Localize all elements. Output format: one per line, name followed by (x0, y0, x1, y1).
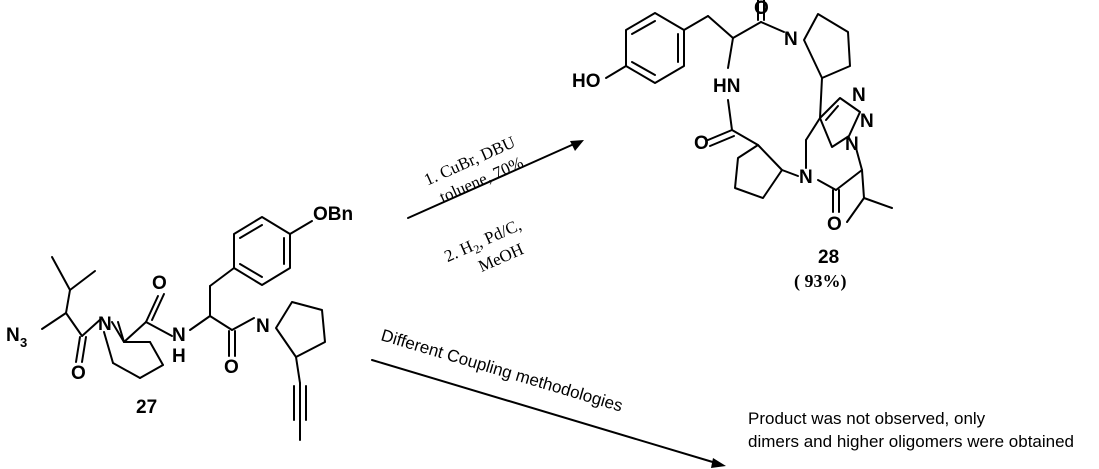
oxygen-label: O (152, 273, 167, 294)
bond (803, 13, 851, 79)
condition-step2-a: 2. H (441, 237, 475, 266)
ho-label: HO (572, 71, 601, 92)
arrowhead (570, 140, 584, 151)
triazole-n3-label: N (852, 85, 866, 106)
bond (233, 216, 291, 286)
bond (805, 117, 821, 141)
condition-step2-sub: 2 (471, 242, 482, 257)
coupling-methodologies-label: Different Coupling methodologies (379, 326, 625, 416)
bond (239, 224, 263, 239)
bond (727, 99, 733, 131)
bond (781, 169, 799, 177)
bond (707, 129, 733, 141)
bond (139, 364, 164, 379)
bond (825, 105, 839, 121)
bond (145, 321, 173, 337)
oxygen-label: O (224, 357, 239, 378)
bond (81, 317, 103, 337)
bond (817, 179, 837, 191)
amide-h-label: H (172, 346, 186, 367)
product-yield: ( 93%) (794, 271, 847, 292)
compound-28-structure: HO O N HN O N O N N N (572, 0, 893, 235)
top-conditions-below: 2. H2, Pd/C, MeOH (441, 215, 526, 276)
arrow-shaft (371, 359, 717, 464)
nitrogen-label: N (98, 314, 112, 335)
bond (683, 15, 709, 31)
compound-27-structure: N 3 O N O N H O N OBn (6, 204, 353, 441)
oxygen-label: O (754, 0, 769, 19)
bond (819, 77, 823, 119)
bottom-conditions: Different Coupling methodologies (379, 326, 625, 416)
bond (75, 336, 81, 363)
bond (239, 263, 263, 278)
bond (861, 169, 865, 199)
bond (855, 147, 863, 171)
reaction-arrow-bottom (371, 359, 726, 468)
compound-label-product: 28 (818, 247, 839, 268)
outcome-line-2: dimers and higher oligomers were obtaine… (748, 432, 1074, 451)
triazole-n1-label: N (845, 134, 859, 155)
oxygen-label: O (694, 133, 709, 154)
bond (145, 295, 159, 323)
bond (819, 97, 861, 148)
bond (605, 65, 627, 79)
nitrogen-label: N (256, 316, 270, 337)
bond (65, 289, 71, 314)
nitrogen-label: N (799, 167, 813, 188)
bond (731, 129, 759, 146)
bond (151, 293, 165, 321)
obn-label: OBn (313, 204, 353, 225)
bond (734, 144, 783, 199)
bond (189, 315, 211, 331)
arrowhead (711, 458, 726, 468)
bond (149, 341, 164, 366)
reaction-arrow-top (407, 140, 584, 219)
bond (69, 270, 96, 291)
bond (732, 21, 762, 39)
bond (631, 61, 656, 76)
azide-subscript: 3 (20, 335, 27, 350)
bond (112, 362, 141, 379)
bond (103, 331, 114, 364)
hn-label: HN (713, 76, 740, 97)
bond (727, 37, 734, 69)
bond (863, 197, 893, 209)
bond (631, 20, 656, 35)
bond (760, 21, 785, 33)
bond (51, 256, 71, 291)
nitrogen-label: N (784, 29, 798, 50)
arrow-shaft (407, 143, 575, 219)
oxygen-label: O (827, 214, 842, 235)
outcome-line-1: Product was not observed, only (748, 409, 986, 428)
bond (41, 312, 67, 330)
bond (625, 12, 685, 84)
bond (707, 15, 734, 39)
bond (709, 135, 735, 147)
compound-label-start: 27 (136, 397, 157, 418)
bond (289, 220, 313, 235)
bond (275, 301, 326, 358)
bond (231, 317, 255, 331)
oxygen-label: O (71, 363, 86, 384)
bond (295, 356, 301, 384)
bond (117, 321, 125, 343)
bond (846, 197, 865, 223)
amide-n-label: N (172, 325, 186, 346)
bond (835, 169, 863, 191)
bond (81, 336, 87, 363)
bond (123, 321, 147, 343)
azide-label: N (6, 325, 20, 346)
triazole-n2-label: N (860, 111, 874, 132)
top-conditions-above: 1. CuBr, DBU toluene, 70% (421, 132, 526, 206)
bond (209, 267, 235, 287)
bond (65, 312, 83, 337)
bond (209, 315, 233, 331)
